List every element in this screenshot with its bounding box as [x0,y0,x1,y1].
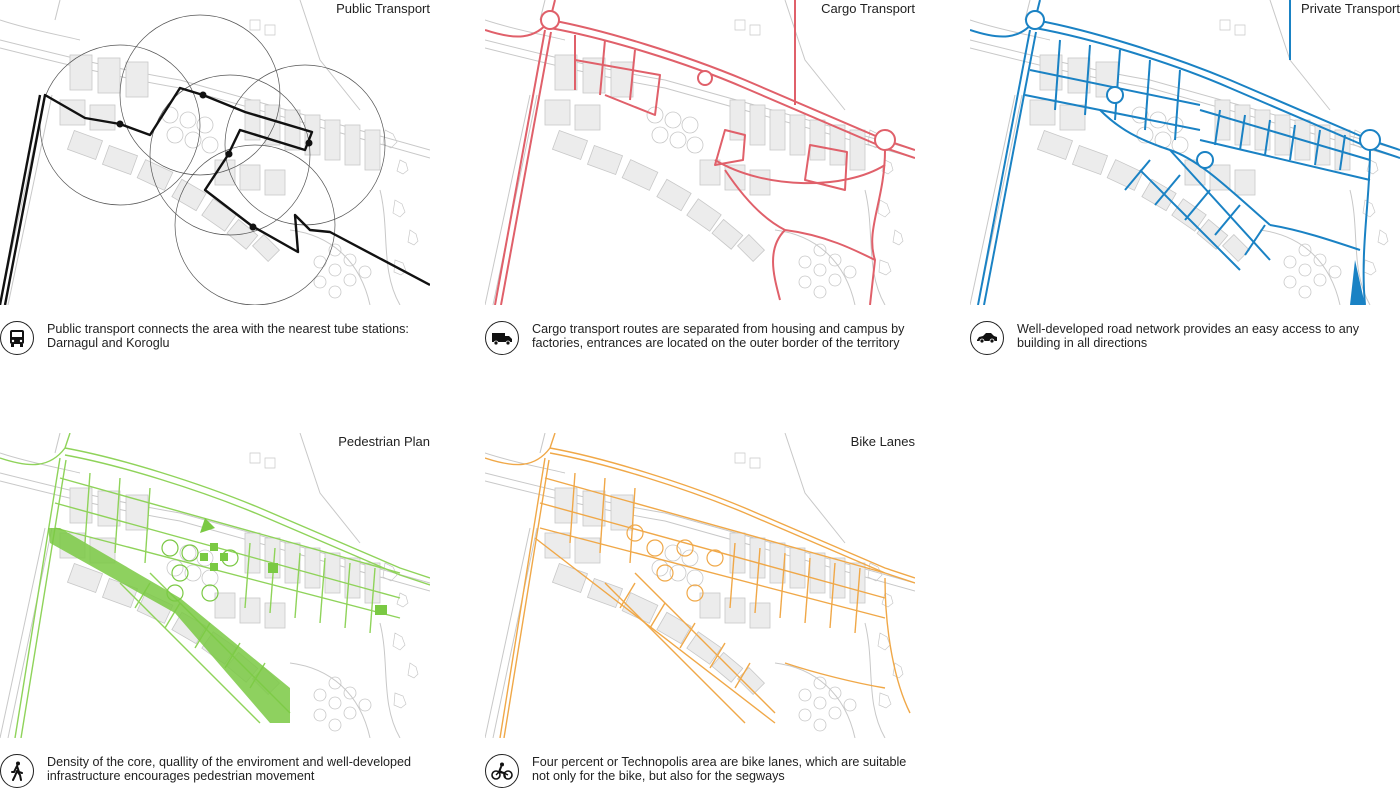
catchment-circle [174,144,336,305]
bus-icon [0,321,34,355]
private-transport-map-svg [970,0,1400,305]
map-title: Public Transport [336,1,430,16]
map-title: Pedestrian Plan [338,434,430,449]
roundabout [874,129,896,151]
bus-stop [305,139,313,147]
roundabout [540,10,560,30]
map-title: Private Transport [1301,1,1400,16]
bus-stop [225,150,233,158]
caption-text: Well-developed road network provides an … [1017,322,1360,350]
caption: Four percent or Technopolis area are bik… [485,751,915,791]
map-cargo-transport: Cargo Transport [485,0,915,305]
map-public-transport: Public Transport [0,0,430,305]
car-icon [970,321,1004,355]
caption: Cargo transport routes are separated fro… [485,318,915,358]
map-title: Cargo Transport [821,1,915,16]
truck-icon [485,321,519,355]
bus-stop [116,120,124,128]
road-network [970,0,1400,305]
map-bike-lanes: Bike Lanes [485,433,915,738]
bike-lanes-map-svg [485,433,915,738]
caption-text: Cargo transport routes are separated fro… [532,322,905,350]
caption-text: Density of the core, quallity of the env… [47,755,412,783]
roundabout [697,70,713,86]
bus-stop [199,91,207,99]
bus-stop [249,223,257,231]
caption: Public transport connects the area with … [0,318,430,358]
catchment-circle [149,74,311,236]
caption: Well-developed road network provides an … [970,318,1400,358]
pedestrian-icon [0,754,34,788]
map-title: Bike Lanes [850,434,915,449]
cargo-routes [485,0,915,305]
pedestrian-zones [48,518,387,723]
caption: Density of the core, quallity of the env… [0,751,430,791]
map-private-transport: Private Transport [970,0,1400,305]
bicycle-icon [485,754,519,788]
caption-text: Public transport connects the area with … [47,322,409,350]
map-pedestrian-plan: Pedestrian Plan [0,433,430,738]
public-transport-map-svg [0,0,430,305]
catchment-circle [119,14,281,176]
caption-text: Four percent or Technopolis area are bik… [532,755,907,783]
bike-lanes [485,433,915,738]
pedestrian-map-svg [0,433,430,738]
cargo-transport-map-svg [485,0,915,305]
